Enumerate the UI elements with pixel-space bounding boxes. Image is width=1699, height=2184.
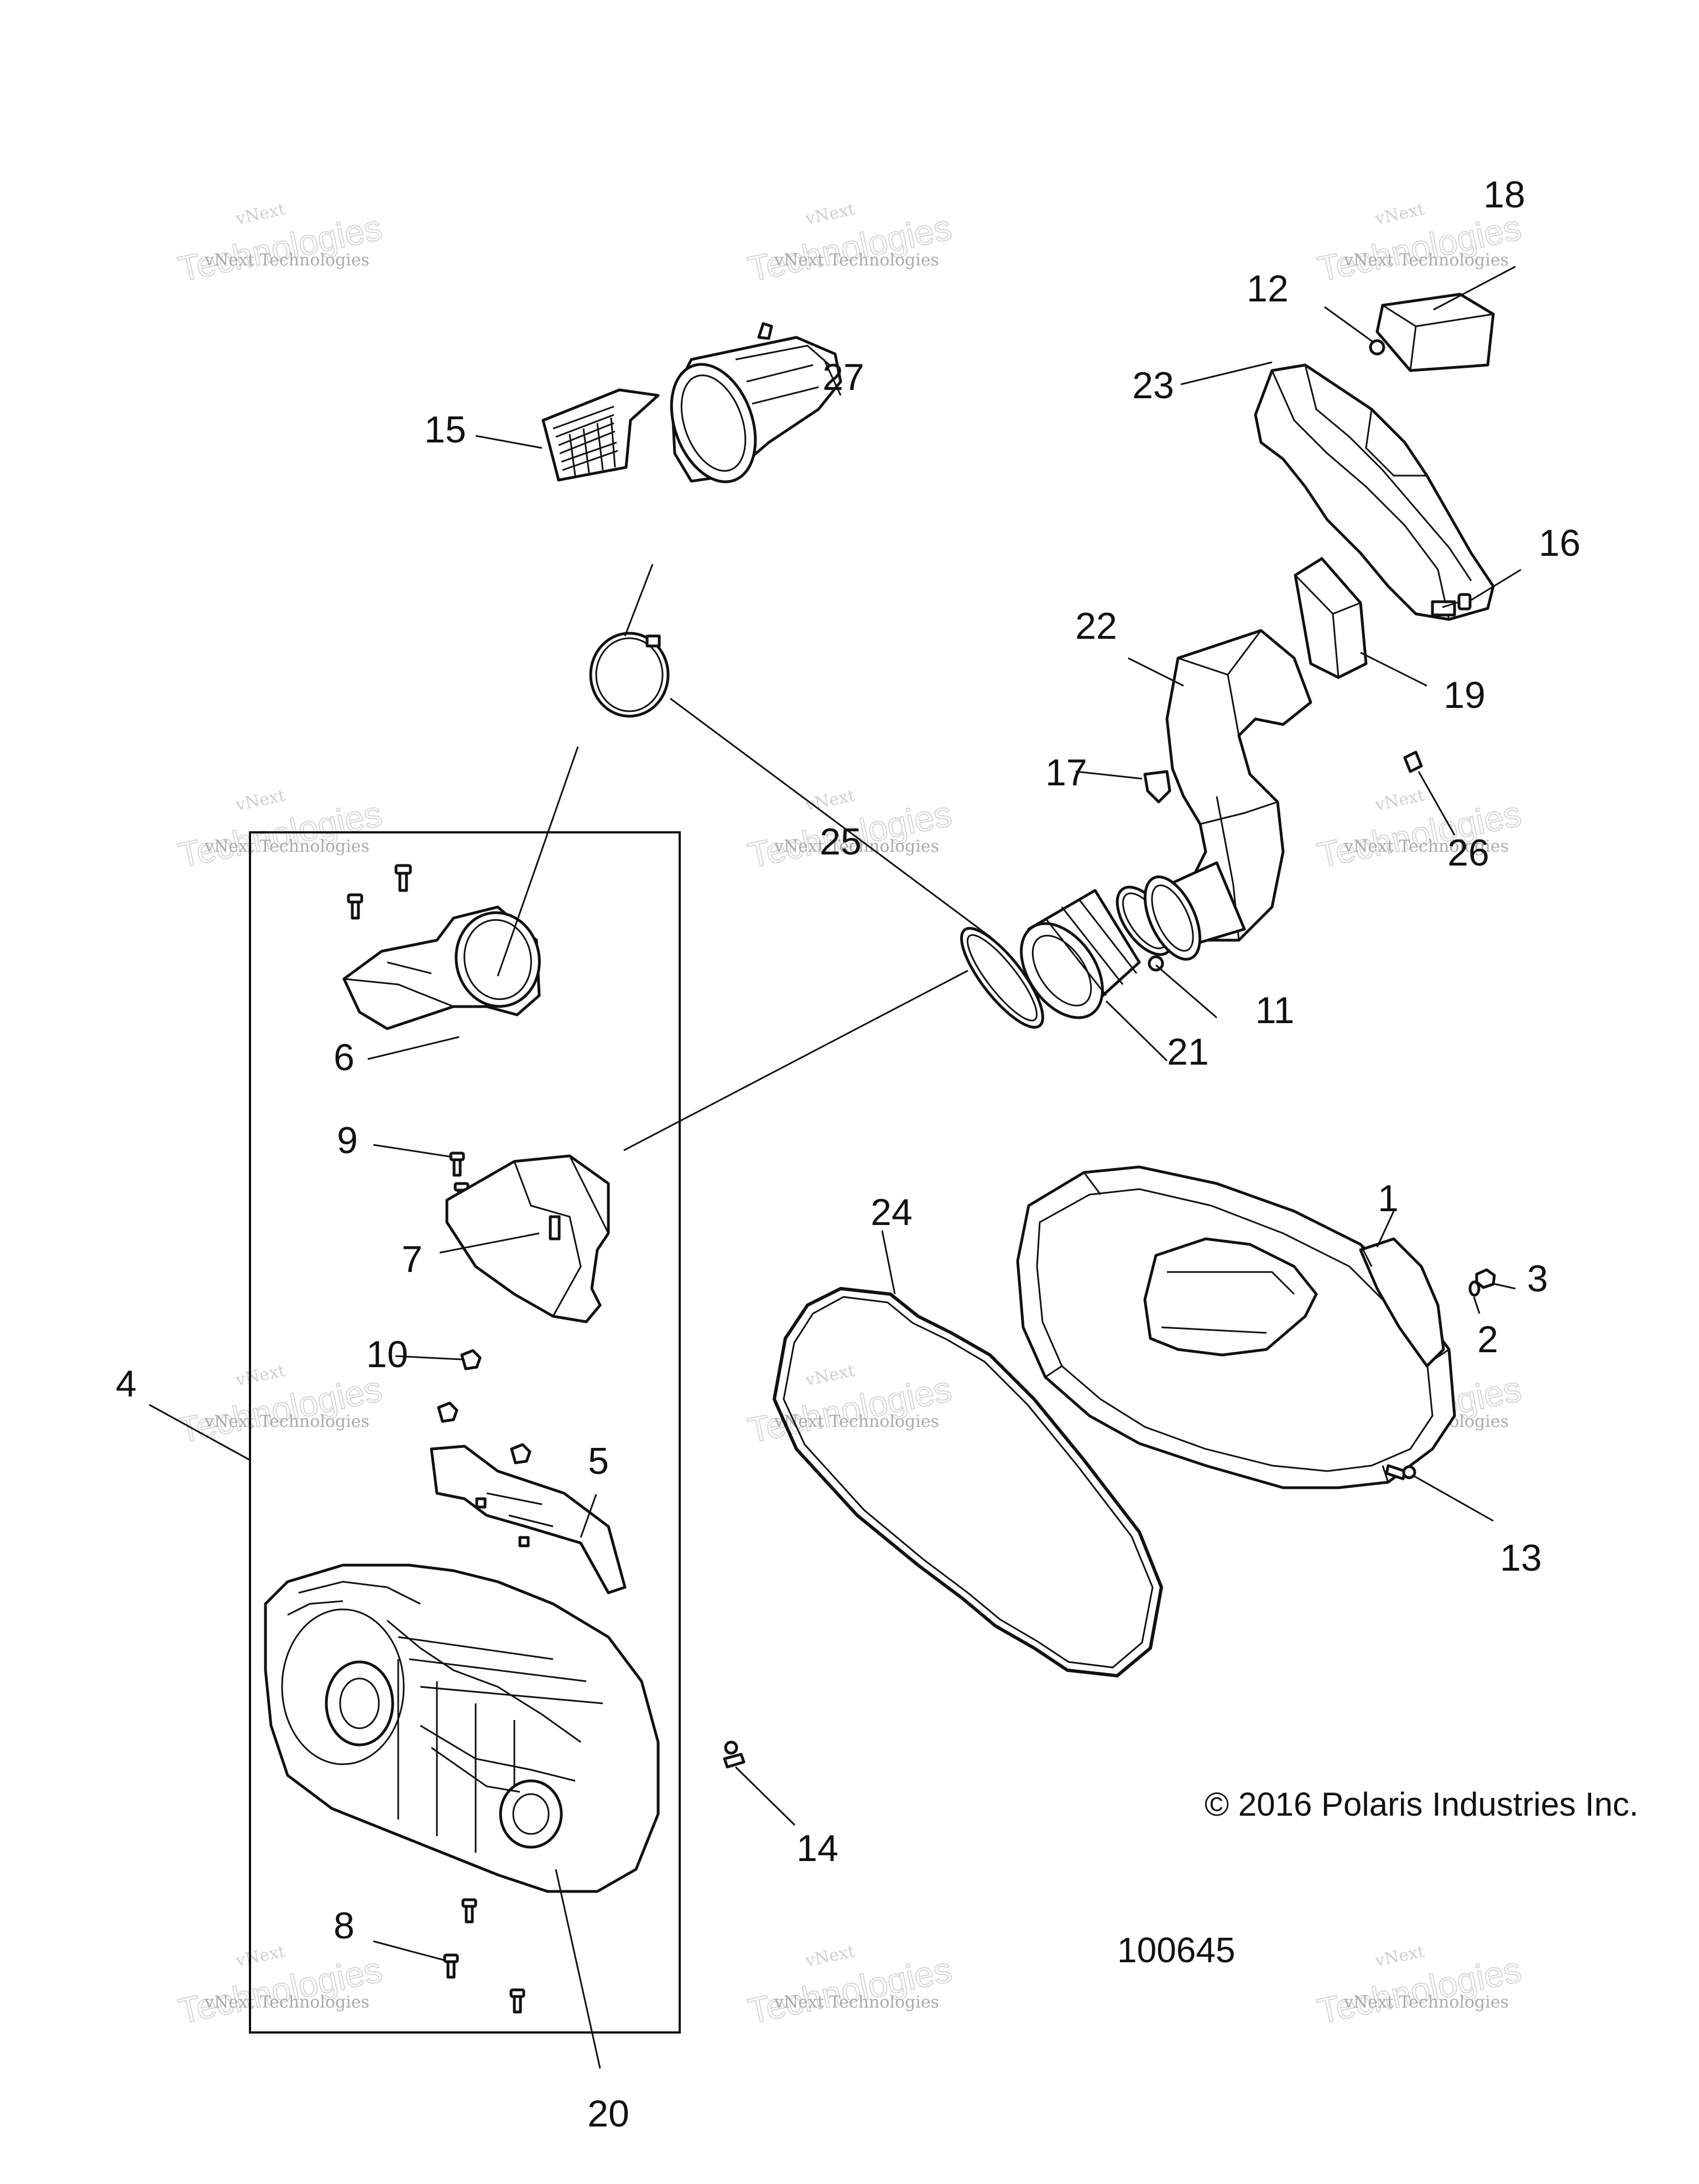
- svg-text:vNext: vNext: [233, 786, 286, 815]
- svg-text:vNext: vNext: [233, 1361, 286, 1390]
- svg-text:vNext: vNext: [233, 200, 286, 229]
- callout-17: 17: [1045, 752, 1087, 794]
- part-25-clamp-ring: [960, 927, 1044, 1029]
- svg-text:vNext: vNext: [803, 200, 856, 229]
- part-5-plate: [430, 1445, 627, 1594]
- part-14-screw: [723, 1740, 746, 1769]
- watermark: Technologies vNext vNext Technologies: [744, 1361, 955, 1451]
- part-18-pad: [1375, 293, 1495, 372]
- part-27-intake-boot: [670, 322, 842, 483]
- svg-text:vNext Technologies: vNext Technologies: [1343, 1993, 1509, 2012]
- svg-text:vNext Technologies: vNext Technologies: [774, 1993, 939, 2012]
- svg-text:vNext: vNext: [803, 786, 856, 815]
- callout-24: 24: [871, 1191, 913, 1233]
- svg-text:vNext Technologies: vNext Technologies: [204, 1993, 369, 2012]
- part-13-screw: [1385, 1464, 1416, 1481]
- svg-text:vNext Technologies: vNext Technologies: [1343, 251, 1509, 270]
- part-12-clip: [1369, 339, 1385, 356]
- callout-2: 2: [1477, 1318, 1498, 1361]
- svg-text:vNext Technologies: vNext Technologies: [204, 1412, 369, 1431]
- callout-8: 8: [333, 1905, 355, 1947]
- callout-13: 13: [1500, 1537, 1542, 1579]
- callout-22: 22: [1075, 605, 1117, 647]
- callout-26: 26: [1447, 832, 1489, 874]
- callout-labels: 1 2 3 4 5 6 7 8 9 10 11 12 13 14 15 16 1…: [116, 174, 1581, 2135]
- part-17-clip: [1143, 770, 1171, 804]
- callout-9: 9: [337, 1119, 358, 1161]
- callout-12: 12: [1247, 268, 1289, 310]
- svg-text:vNext: vNext: [1373, 200, 1426, 229]
- svg-text:vNext Technologies: vNext Technologies: [774, 1412, 939, 1431]
- callout-21: 21: [1167, 1031, 1209, 1073]
- watermark: Technologies vNext vNext Technologies: [744, 1942, 955, 2032]
- callout-5: 5: [588, 1440, 609, 1482]
- part-2-washer: [1468, 1280, 1481, 1297]
- part-24-gasket: [772, 1286, 1164, 1678]
- part-23-duct-housing: [1254, 363, 1495, 621]
- svg-text:vNext: vNext: [233, 1942, 286, 1971]
- leader-lines: [149, 265, 1521, 2069]
- svg-text:vNext Technologies: vNext Technologies: [1343, 837, 1509, 856]
- callout-1: 1: [1378, 1177, 1399, 1219]
- part-6-upper-duct: [342, 905, 541, 1030]
- callout-4: 4: [116, 1363, 137, 1405]
- part-21-coupler: [1020, 889, 1141, 1019]
- diagram-part-number: 100645: [1117, 1930, 1236, 1970]
- callout-14: 14: [796, 1827, 838, 1869]
- callout-10: 10: [366, 1333, 408, 1375]
- part-16-screw: [1442, 593, 1472, 611]
- callout-20: 20: [587, 2093, 629, 2135]
- svg-text:vNext: vNext: [1373, 1942, 1426, 1971]
- watermark: Technologies vNext vNext Technologies: [744, 200, 955, 290]
- callout-19: 19: [1443, 674, 1486, 716]
- part-1-outer-cover: [1016, 1165, 1456, 1489]
- callout-27: 27: [822, 356, 864, 398]
- part-22-intake-tube: [1165, 629, 1312, 942]
- part-10-nuts: [437, 1349, 531, 1464]
- callout-11: 11: [1255, 989, 1295, 1031]
- watermark: Technologies vNext vNext Technologies: [174, 1361, 385, 1451]
- part-11-clamp-screw: [1148, 955, 1164, 972]
- part-20-inner-cover: [264, 1563, 660, 1893]
- part-21-tube-end: [1143, 861, 1246, 961]
- svg-text:vNext Technologies: vNext Technologies: [774, 837, 939, 856]
- part-8-screws: [443, 1898, 525, 2014]
- svg-text:vNext: vNext: [803, 1361, 856, 1390]
- callout-18: 18: [1483, 174, 1525, 216]
- part-7-lower-duct: [445, 1154, 610, 1323]
- callout-15: 15: [424, 409, 466, 451]
- watermark: Technologies vNext vNext Technologies: [174, 200, 385, 290]
- part-15-screen-filter: [541, 388, 660, 482]
- part-26-fastener: [1403, 750, 1423, 773]
- part-3-nut: [1475, 1268, 1496, 1289]
- callout-23: 23: [1132, 364, 1174, 406]
- callout-6: 6: [333, 1036, 355, 1078]
- callout-3: 3: [1527, 1258, 1548, 1300]
- svg-text:vNext: vNext: [1373, 786, 1426, 815]
- watermark: Technologies vNext vNext Technologies: [1314, 1942, 1525, 2032]
- svg-text:vNext Technologies: vNext Technologies: [774, 251, 939, 270]
- svg-text:vNext Technologies: vNext Technologies: [204, 251, 369, 270]
- watermark: Technologies vNext vNext Technologies: [1314, 786, 1525, 876]
- copyright-text: © 2016 Polaris Industries Inc.: [1205, 1786, 1639, 1823]
- watermark: Technologies vNext vNext Technologies: [174, 786, 385, 876]
- part-19-seal: [1294, 557, 1368, 679]
- svg-text:vNext Technologies: vNext Technologies: [204, 837, 369, 856]
- callout-16: 16: [1539, 522, 1581, 564]
- svg-text:vNext: vNext: [803, 1942, 856, 1971]
- callout-7: 7: [402, 1238, 423, 1280]
- screw-group: [347, 864, 412, 920]
- assembly-box: [249, 831, 681, 2034]
- part-25-clamp-ring-upper: [589, 632, 670, 718]
- callout-25: 25: [820, 821, 862, 863]
